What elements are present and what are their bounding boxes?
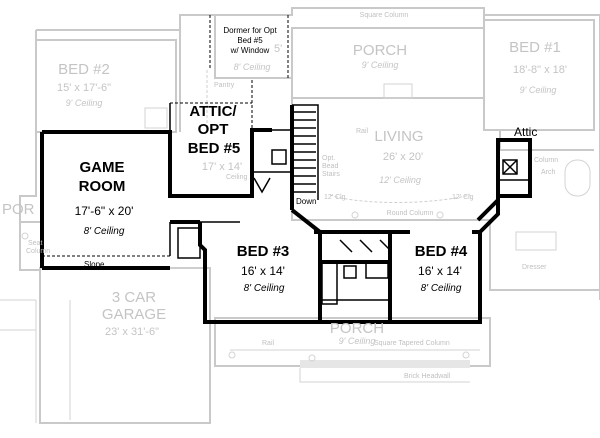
- living-name: LIVING: [374, 128, 424, 145]
- dormer-note-1: Dormer for Opt: [223, 26, 277, 35]
- note-square-column-top: Square Column: [359, 12, 409, 19]
- bed4-ceiling: 8' Ceiling: [420, 283, 462, 294]
- note-brick-headwall: Brick Headwall: [404, 373, 451, 380]
- living-dims: 26' x 20': [382, 151, 424, 163]
- note-clg-2: 12' Clg: [452, 194, 474, 201]
- note-attic-right: Attic: [514, 125, 538, 139]
- garage-dims: 23' x 31'-6": [105, 326, 159, 338]
- note-stairs: Stairs: [322, 171, 340, 178]
- bed2-dims: 15' x 17'-6": [57, 82, 111, 94]
- note-slope: Slope: [84, 260, 105, 269]
- note-rail-bottom: Rail: [262, 340, 275, 347]
- bed3-name: BED #3: [236, 243, 290, 260]
- note-seat: Seat: [28, 240, 43, 247]
- bed1-name: BED #1: [509, 39, 561, 56]
- attic-bed5-name-2: OPT: [197, 121, 229, 138]
- note-square-tapered-column: Square Tapered Column: [374, 340, 450, 347]
- attic-bed5-name-1: ATTIC/: [189, 103, 237, 120]
- dormer-note-3: w/ Window: [230, 46, 270, 55]
- note-column: Column: [534, 157, 559, 164]
- bed1-dims: 18'-8" x 18': [513, 64, 567, 76]
- dormer-dim: 5': [274, 43, 283, 55]
- attic-bed5-name-3: BED #5: [187, 140, 241, 157]
- porch-top-name: PORCH: [352, 42, 408, 59]
- bed3-dims: 16' x 14': [241, 264, 285, 278]
- porch-bottom-name: PORCH: [329, 320, 385, 337]
- game-room-name-1: GAME: [79, 159, 125, 176]
- note-arch: Arch: [541, 169, 556, 176]
- note-dresser: Dresser: [522, 264, 547, 271]
- living-ceiling: 12' Ceiling: [379, 175, 421, 185]
- stair-treads: [294, 111, 316, 193]
- garage-name-1: 3 CAR: [111, 289, 157, 306]
- note-opt: Opt.: [322, 155, 336, 162]
- garage-name-2: GARAGE: [101, 306, 167, 323]
- bed2-ceiling: 9' Ceiling: [65, 98, 103, 108]
- note-round-column: Round Column: [386, 210, 434, 217]
- bed3-ceiling: 8' Ceiling: [243, 283, 285, 294]
- bed4-dims: 16' x 14': [418, 264, 462, 278]
- note-pantry: Pantry: [214, 82, 235, 89]
- porch-left-name: POR: [2, 201, 35, 218]
- attic-bed5-dims: 17' x 14': [201, 161, 243, 173]
- upper-floor-walls: [40, 15, 532, 324]
- note-column-left: Column: [26, 248, 51, 255]
- bed2-name: BED #2: [58, 61, 110, 78]
- game-room-ceiling: 8' Ceiling: [83, 226, 125, 237]
- note-clg-1: 12' Clg: [324, 194, 346, 201]
- porch-bottom-ceiling: 9' Ceiling: [338, 336, 376, 346]
- note-down: Down: [296, 197, 317, 206]
- note-rail-top: Rail: [356, 128, 369, 135]
- note-ceiling-small: Ceiling: [226, 174, 248, 181]
- game-room-name-2: ROOM: [78, 178, 126, 195]
- dormer-ceiling: 8' Ceiling: [233, 62, 271, 72]
- bed1-ceiling: 9' Ceiling: [519, 85, 557, 95]
- game-room-dims: 17'-6" x 20': [74, 204, 134, 218]
- dormer-note-2: Bed #5: [237, 36, 263, 45]
- bed4-name: BED #4: [414, 243, 468, 260]
- note-bead: Bead: [322, 163, 339, 170]
- porch-top-ceiling: 9' Ceiling: [361, 60, 399, 70]
